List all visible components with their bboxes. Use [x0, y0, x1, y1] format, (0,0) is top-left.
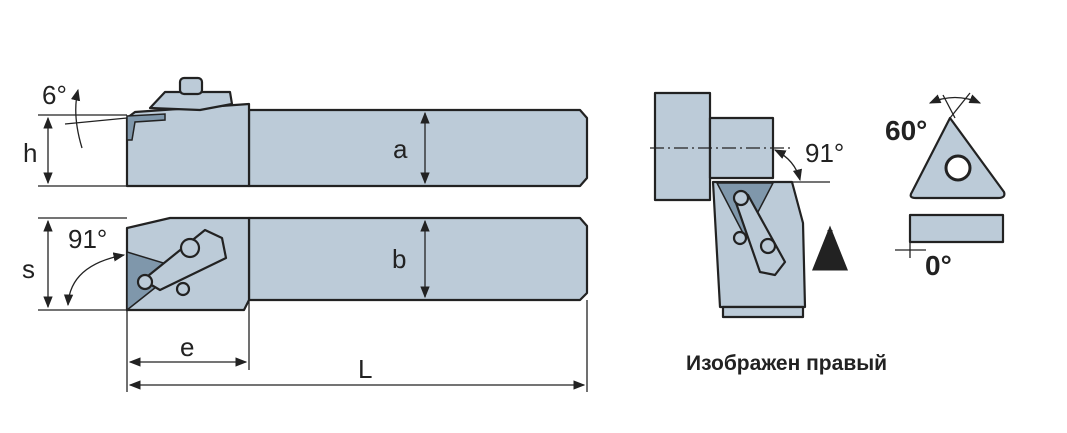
- clamp: [148, 90, 234, 112]
- angle-0-label: 0°: [925, 250, 952, 281]
- s-label: s: [22, 254, 35, 284]
- lever-clamp: [141, 228, 228, 292]
- usage-view: 91°: [650, 91, 848, 319]
- insert-hole: [944, 154, 972, 182]
- a-label: a: [393, 134, 408, 164]
- angle-91-label: 91°: [68, 224, 107, 254]
- caption: Изображен правый: [686, 352, 887, 375]
- insert-detail: 60° 0°: [885, 92, 1006, 281]
- angle-91-arc: [63, 252, 126, 307]
- angle-6-label: 6°: [42, 80, 67, 110]
- e-label: e: [180, 332, 194, 362]
- insert-side-view: [908, 213, 1005, 244]
- h-label: h: [23, 138, 37, 168]
- top-view: 6° h a: [23, 76, 589, 188]
- angle-60-label: 60°: [885, 115, 927, 146]
- bottom-view: s 91° b: [22, 216, 589, 312]
- clamp-screw: [178, 76, 204, 96]
- angle-91-view-label: 91°: [805, 138, 844, 168]
- L-label: L: [358, 354, 372, 384]
- length-dimensions: e L: [126, 300, 588, 392]
- spindle: [653, 91, 712, 202]
- top-shank: [247, 108, 589, 188]
- bottom-shank: [247, 216, 589, 302]
- top-insert: [126, 113, 166, 141]
- b-label: b: [392, 244, 406, 274]
